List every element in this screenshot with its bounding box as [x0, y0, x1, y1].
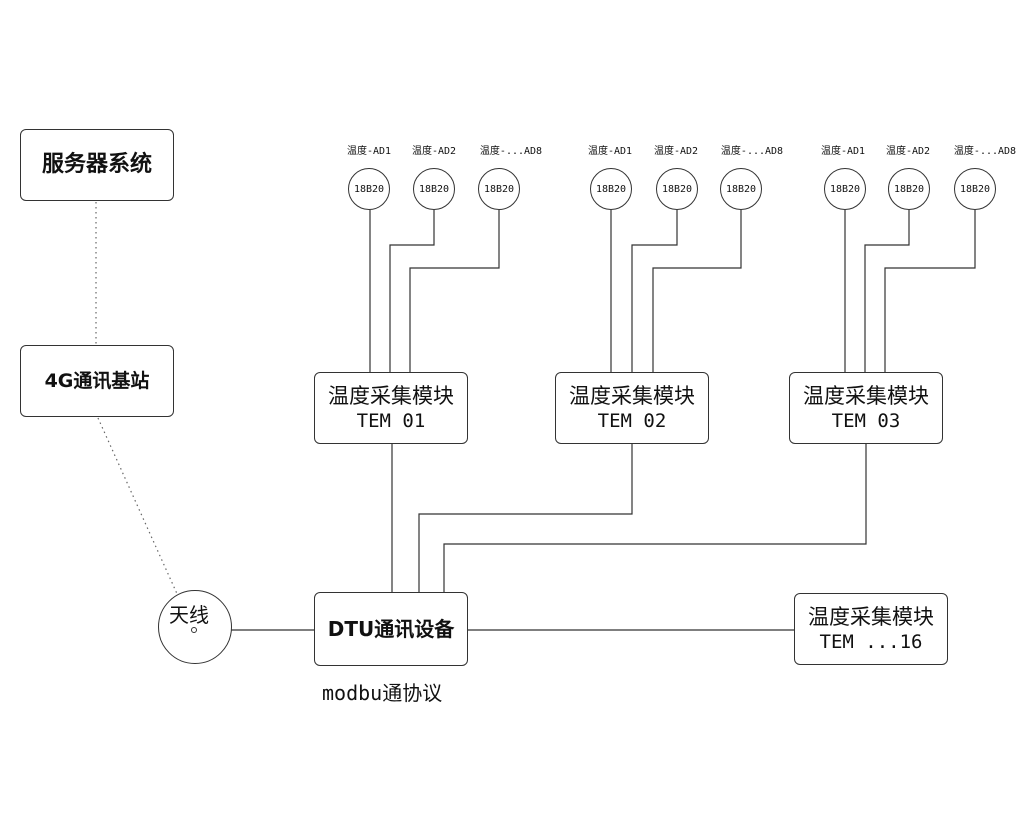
sensor-node: 18B20 [478, 168, 520, 210]
base-station-box: 4G通讯基站 [20, 345, 174, 417]
sensor-label: 温度-AD1 [587, 146, 633, 157]
wire [884, 210, 976, 372]
wire [652, 210, 742, 372]
dtu-device-label: DTU通讯设备 [327, 617, 455, 641]
sensor-node: 18B20 [348, 168, 390, 210]
server-system-box: 服务器系统 [20, 129, 174, 201]
antenna-label: 天线 [169, 603, 209, 627]
sensor-label: 温度-AD1 [346, 146, 392, 157]
sensor-label: 温度-AD2 [885, 146, 931, 157]
base-station-label: 4G通讯基站 [44, 370, 150, 392]
wire [864, 210, 910, 372]
sensor-label: 温度-AD1 [820, 146, 866, 157]
bus-line [418, 444, 633, 592]
temperature-module-16: 温度采集模块 TEM ...16 [794, 593, 948, 665]
sensor-label: 温度-AD2 [411, 146, 457, 157]
protocol-caption: modbu通协议 [322, 681, 443, 705]
temperature-module-01: 温度采集模块 TEM 01 [314, 372, 468, 444]
sensor-label: 温度-...AD8 [953, 146, 1017, 157]
bus-line [443, 444, 867, 592]
sensor-node: 18B20 [656, 168, 698, 210]
module-name: 温度采集模块 [328, 384, 454, 408]
antenna-node: 天线 [158, 590, 232, 664]
sensor-label: 温度-...AD8 [720, 146, 784, 157]
sensor-node: 18B20 [413, 168, 455, 210]
dtu-device-box: DTU通讯设备 [314, 592, 468, 666]
module-name: 温度采集模块 [803, 384, 929, 408]
sensor-label: 温度-...AD8 [479, 146, 543, 157]
module-id: TEM ...16 [819, 631, 923, 653]
temperature-module-03: 温度采集模块 TEM 03 [789, 372, 943, 444]
temperature-module-02: 温度采集模块 TEM 02 [555, 372, 709, 444]
module-id: TEM 02 [597, 410, 667, 432]
server-system-label: 服务器系统 [41, 152, 152, 177]
wireless-link [97, 417, 179, 597]
sensor-node: 18B20 [888, 168, 930, 210]
sensor-label: 温度-AD2 [653, 146, 699, 157]
module-id: TEM 03 [831, 410, 901, 432]
wire [409, 210, 500, 372]
module-id: TEM 01 [356, 410, 426, 432]
wire [389, 210, 435, 372]
sensor-node: 18B20 [954, 168, 996, 210]
module-name: 温度采集模块 [569, 384, 695, 408]
module-name: 温度采集模块 [808, 605, 934, 629]
sensor-node: 18B20 [590, 168, 632, 210]
sensor-node: 18B20 [824, 168, 866, 210]
sensor-node: 18B20 [720, 168, 762, 210]
wire [631, 210, 678, 372]
antenna-icon [191, 627, 197, 633]
